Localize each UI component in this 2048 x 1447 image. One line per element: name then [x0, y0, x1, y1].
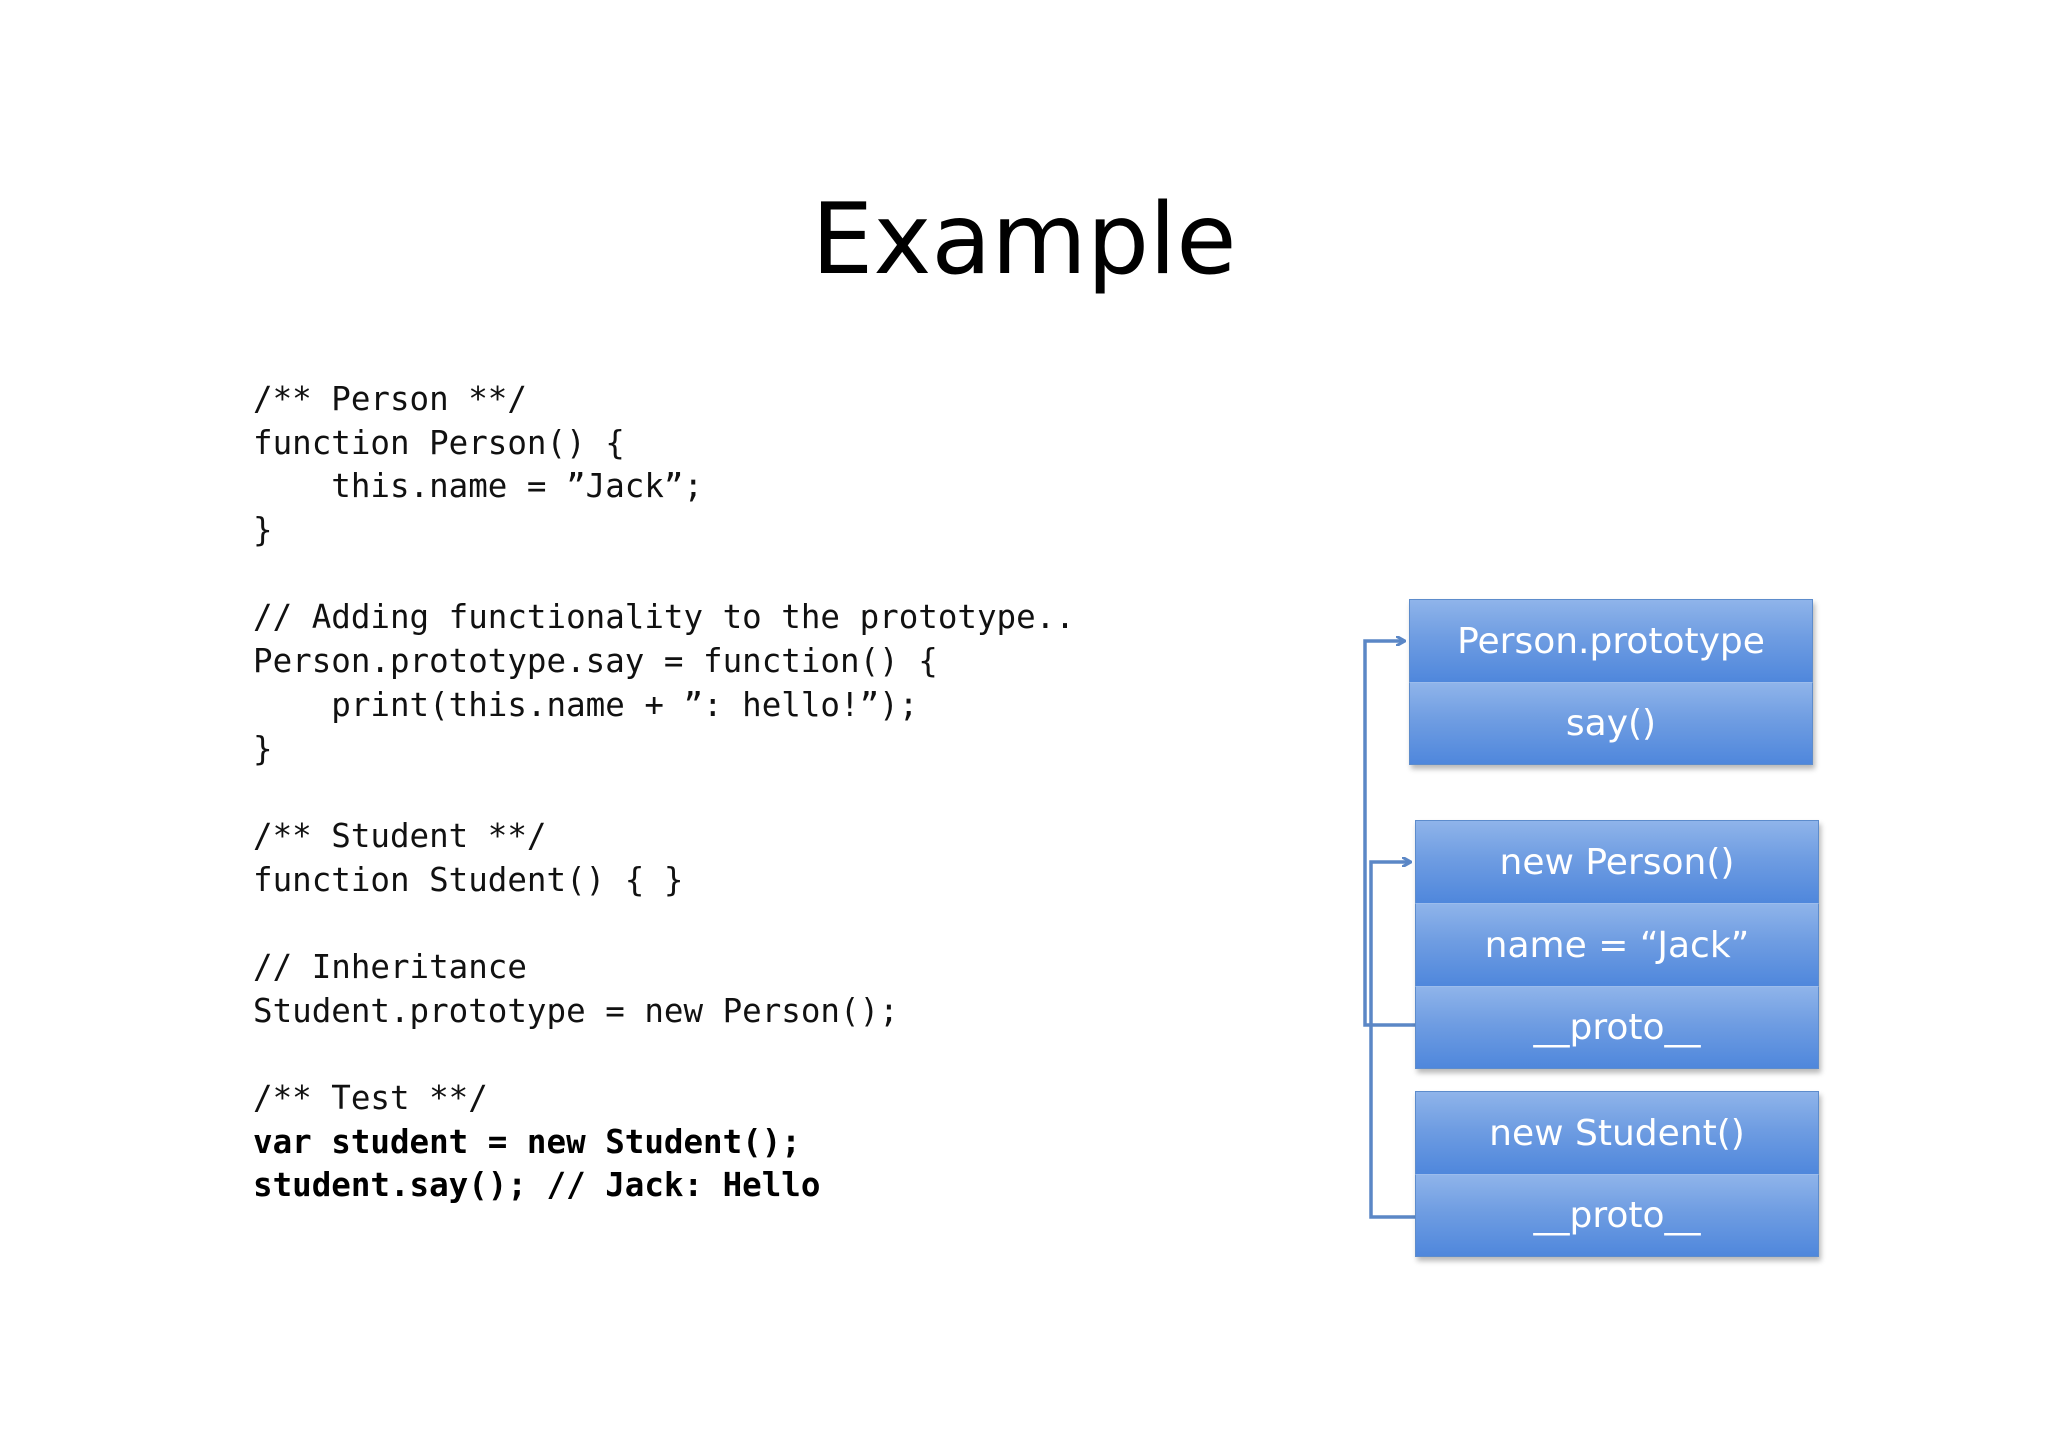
code-line: Person.prototype.say = function() {	[253, 642, 938, 681]
slide-title: Example	[811, 183, 1237, 297]
code-line: // Inheritance	[253, 947, 527, 986]
code-line: print(this.name + ”: hello!”);	[253, 685, 919, 724]
code-line	[253, 553, 1075, 597]
say-method-cell: say()	[1409, 682, 1813, 765]
code-line: /** Student **/	[253, 816, 547, 855]
student-proto-connector	[1369, 862, 1415, 1219]
code-line	[253, 771, 1075, 815]
code-line: Student.prototype = new Person();	[253, 991, 899, 1030]
person-instance-title: new Person()	[1415, 820, 1819, 903]
code-line: }	[253, 511, 273, 550]
code-line	[253, 902, 1075, 946]
code-line: /** Person **/	[253, 380, 527, 418]
code-line	[253, 1033, 1075, 1077]
name-property-cell: name = “Jack”	[1415, 903, 1819, 986]
person-proto-cell: __proto__	[1415, 986, 1819, 1069]
code-line: var student = new Student();	[253, 1122, 801, 1161]
person-prototype-box: Person.prototype say()	[1409, 599, 1813, 765]
code-line: student.say(); // Jack: Hello	[253, 1166, 821, 1205]
student-instance-box: new Student() __proto__	[1415, 1091, 1819, 1257]
code-line: function Student() { }	[253, 860, 684, 899]
code-block: /** Person **/ function Person() { this.…	[253, 378, 1075, 1208]
code-line: this.name = ”Jack”;	[253, 467, 704, 506]
code-line: // Adding functionality to the prototype…	[253, 598, 1075, 637]
student-instance-title: new Student()	[1415, 1091, 1819, 1174]
person-proto-connector	[1363, 641, 1415, 1027]
code-line: }	[253, 729, 273, 768]
code-line: function Person() {	[253, 423, 625, 462]
code-line: /** Test **/	[253, 1079, 488, 1117]
student-proto-cell: __proto__	[1415, 1174, 1819, 1257]
person-instance-box: new Person() name = “Jack” __proto__	[1415, 820, 1819, 1069]
person-prototype-title: Person.prototype	[1409, 599, 1813, 682]
